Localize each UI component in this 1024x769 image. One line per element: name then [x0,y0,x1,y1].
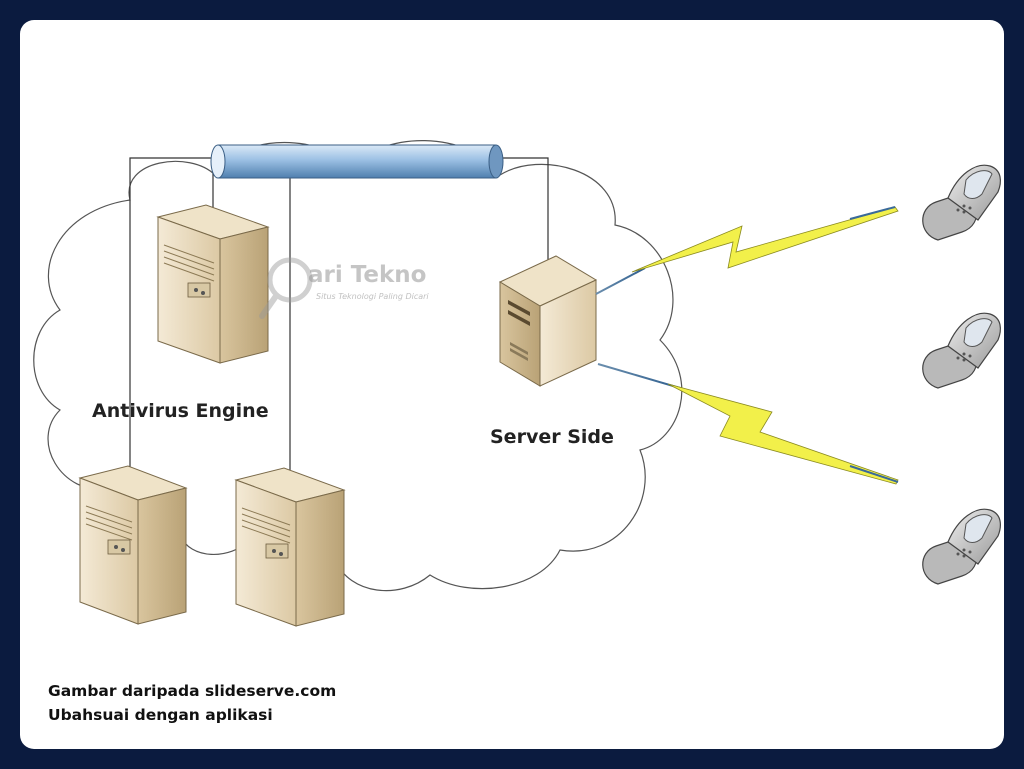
lightning-bolt-icon [597,363,899,485]
watermark-logo-icon [259,257,313,319]
server-side-label: Server Side [490,426,614,448]
server-tower-icon [156,204,270,364]
watermark-tagline: Situs Teknologi Paling Dicari [316,292,429,301]
lightning-bolt-icon [595,206,899,295]
caption-note: Ubahsuai dengan aplikasi [48,706,273,724]
mobile-phone-icon [922,508,1001,585]
mobile-phone-icon [922,312,1001,389]
server-tower-icon [498,255,598,387]
server-tower-icon [78,465,188,625]
caption-source: Gambar daripada slideserve.com [48,682,337,700]
mobile-phone-icon [922,164,1001,241]
server-tower-icon [234,467,346,627]
watermark-title: ari Tekno [308,262,427,288]
pipe-connector-icon [210,144,504,179]
antivirus-engine-label: Antivirus Engine [92,400,269,422]
